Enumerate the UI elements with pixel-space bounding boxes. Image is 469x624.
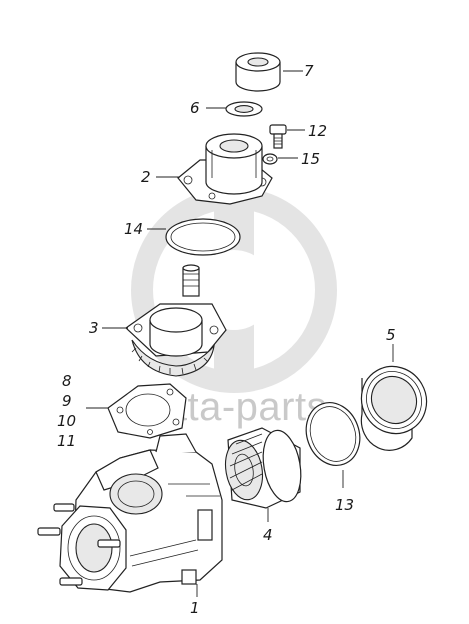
callout-6: 6 — [190, 99, 200, 117]
callout-12: 12 — [308, 122, 327, 140]
part-13-retaining-ring — [305, 402, 361, 466]
part-3-gear-assembly — [125, 264, 227, 377]
callout-1: 1 — [190, 599, 200, 617]
callout-14: 14 — [124, 220, 143, 238]
watermark-logo — [131, 187, 337, 393]
part-1-main-housing — [37, 433, 223, 593]
callout-9: 9 — [62, 392, 72, 410]
part-2-upper-housing — [177, 133, 273, 205]
callout-8: 8 — [62, 372, 72, 390]
callout-5: 5 — [386, 326, 396, 344]
part-15-nut — [262, 153, 278, 165]
callout-3: 3 — [89, 319, 99, 337]
part-14-o-ring — [165, 218, 241, 256]
callout-7: 7 — [304, 62, 314, 80]
part-12-bolt — [269, 124, 287, 149]
part-4-bevel-gear — [224, 427, 302, 509]
callout-11: 11 — [57, 432, 76, 450]
callout-2: 2 — [141, 168, 151, 186]
callout-10: 10 — [57, 412, 76, 430]
callout-13: 13 — [335, 496, 354, 514]
part-5-bearing-cup — [360, 365, 428, 451]
callout-15: 15 — [301, 150, 320, 168]
callout-4: 4 — [263, 526, 273, 544]
part-6-washer — [225, 101, 263, 117]
part-7-cap — [235, 52, 281, 92]
part-8-11-gasket — [107, 383, 187, 439]
